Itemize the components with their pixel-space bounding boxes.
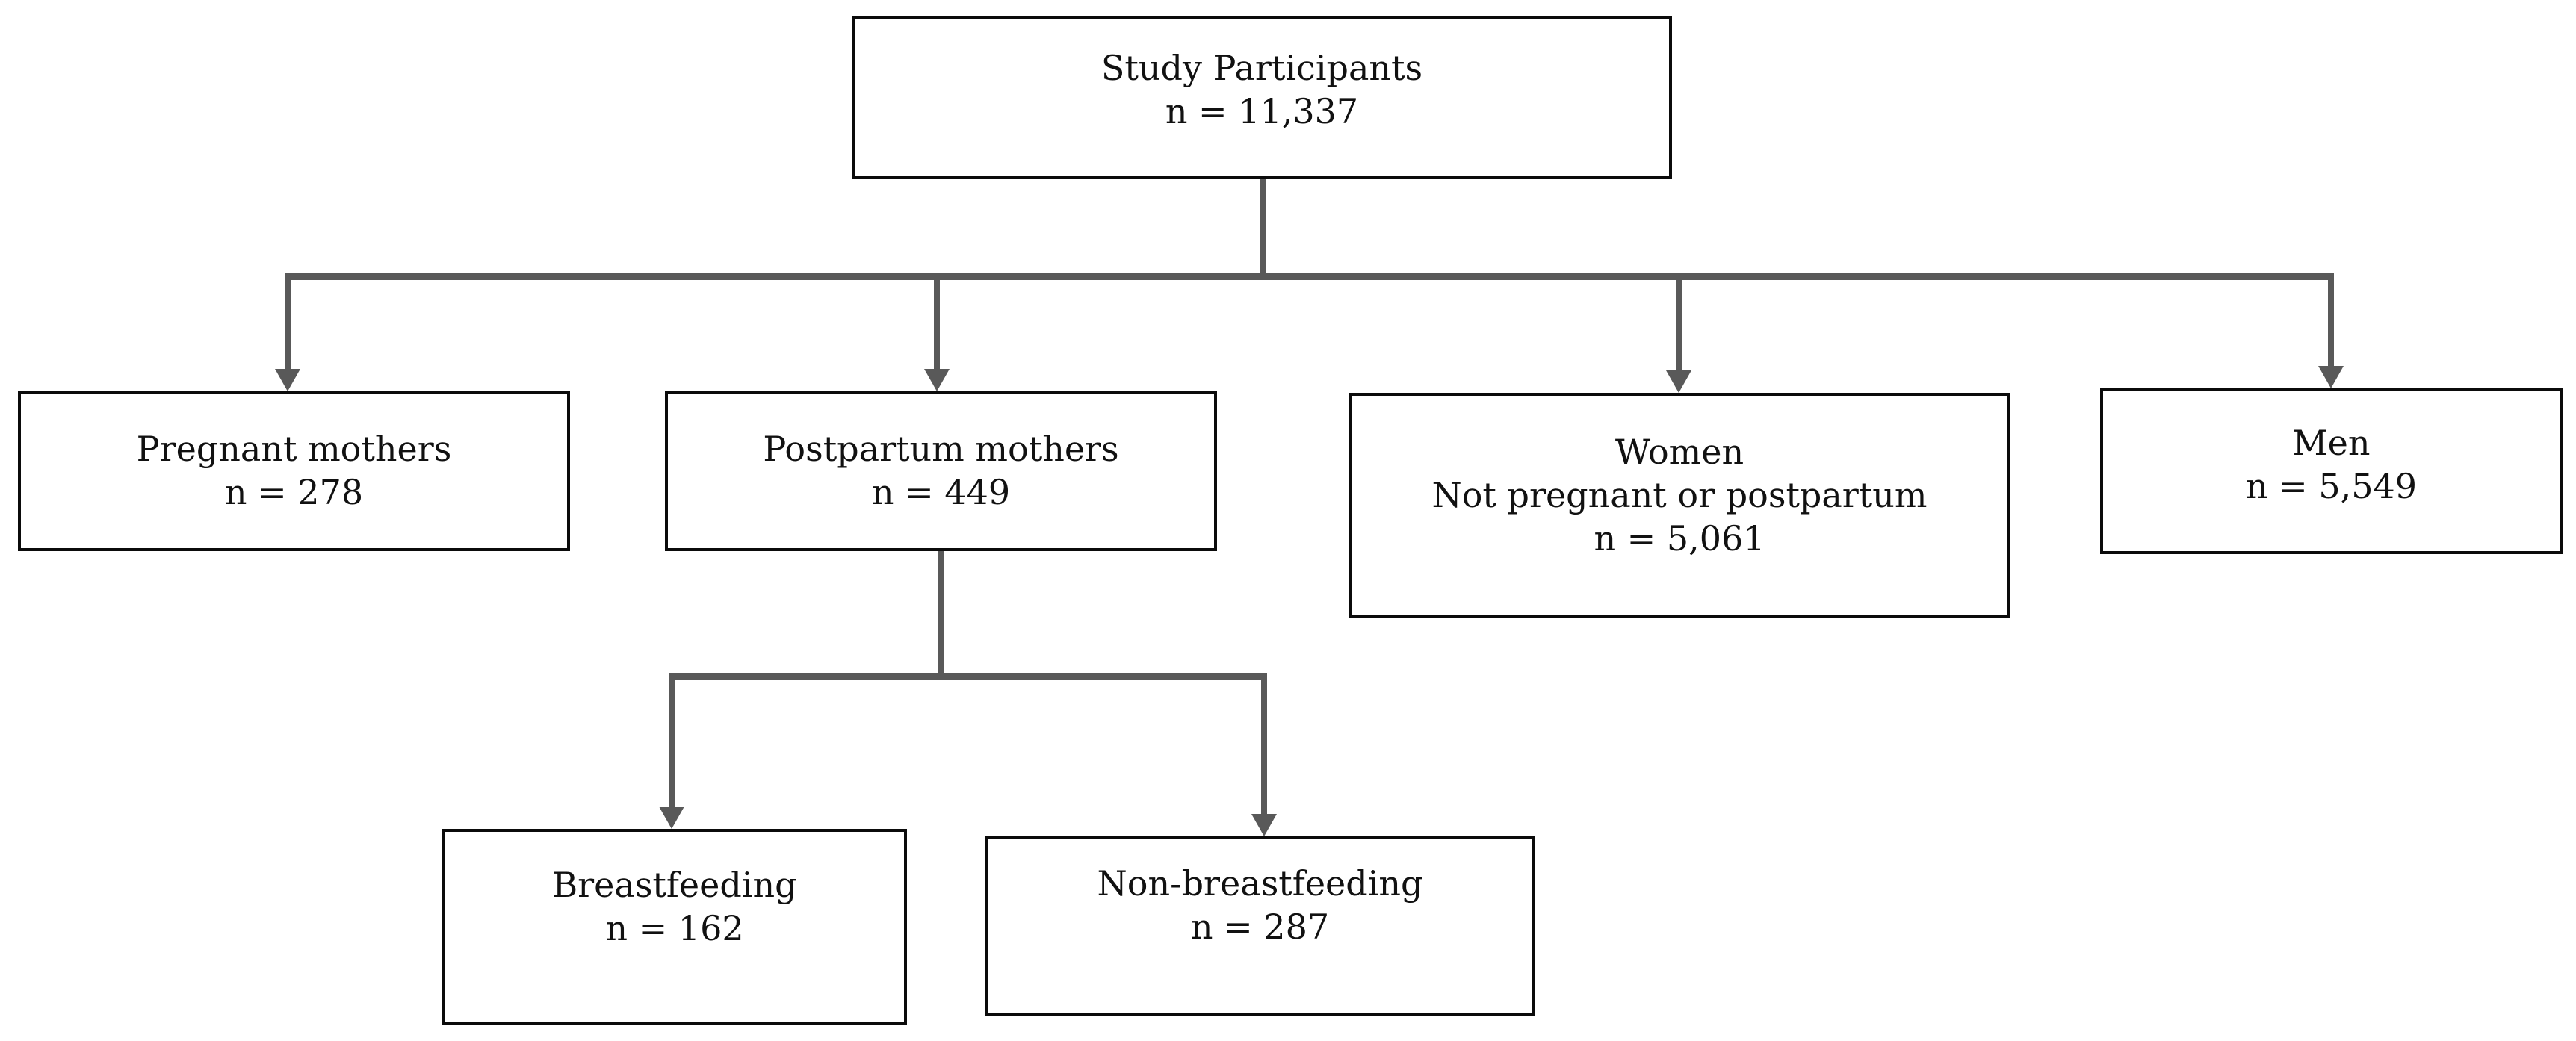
connector-top-horizontal bbox=[285, 273, 2334, 280]
node-non-breastfeeding: Non-breastfeeding n = 287 bbox=[985, 836, 1535, 1016]
node-women-not-pregnant-or-postpartum: Women Not pregnant or postpartum n = 5,0… bbox=[1349, 393, 2010, 618]
node-subtitle: Not pregnant or postpartum bbox=[1431, 475, 1928, 515]
node-title: Non-breastfeeding bbox=[1097, 863, 1423, 904]
node-breastfeeding: Breastfeeding n = 162 bbox=[442, 829, 907, 1025]
node-count: n = 11,337 bbox=[1165, 91, 1359, 131]
node-title: Women bbox=[1614, 432, 1744, 472]
connector-bottom-horizontal bbox=[669, 673, 1267, 680]
arrow-down-icon bbox=[924, 369, 950, 391]
arrow-down-icon bbox=[1251, 814, 1277, 836]
node-count: n = 5,549 bbox=[2245, 466, 2418, 506]
node-title: Pregnant mothers bbox=[136, 429, 452, 469]
node-count: n = 162 bbox=[605, 908, 744, 948]
node-title: Breastfeeding bbox=[552, 865, 797, 905]
connector-to-postpartum bbox=[934, 276, 940, 369]
connector-postpartum-trunk bbox=[938, 550, 944, 680]
arrow-down-icon bbox=[2318, 366, 2344, 388]
connector-to-women bbox=[1676, 276, 1682, 370]
connector-to-men bbox=[2328, 276, 2334, 366]
node-study-participants: Study Participants n = 11,337 bbox=[852, 16, 1672, 179]
connector-to-pregnant bbox=[285, 276, 291, 369]
node-pregnant-mothers: Pregnant mothers n = 278 bbox=[18, 391, 570, 551]
connector-study-trunk bbox=[1260, 178, 1266, 276]
node-count: n = 278 bbox=[224, 472, 364, 512]
connector-to-non-breastfeeding bbox=[1261, 676, 1267, 814]
node-count: n = 449 bbox=[871, 472, 1011, 512]
arrow-down-icon bbox=[659, 807, 684, 829]
node-men: Men n = 5,549 bbox=[2100, 388, 2563, 554]
node-postpartum-mothers: Postpartum mothers n = 449 bbox=[665, 391, 1217, 551]
arrow-down-icon bbox=[275, 369, 300, 391]
connector-to-breastfeeding bbox=[669, 676, 675, 807]
arrow-down-icon bbox=[1666, 370, 1691, 393]
node-title: Study Participants bbox=[1100, 48, 1423, 88]
node-title: Men bbox=[2292, 423, 2371, 463]
node-count: n = 287 bbox=[1190, 907, 1330, 947]
node-title: Postpartum mothers bbox=[763, 429, 1119, 469]
node-count: n = 5,061 bbox=[1594, 518, 1765, 559]
